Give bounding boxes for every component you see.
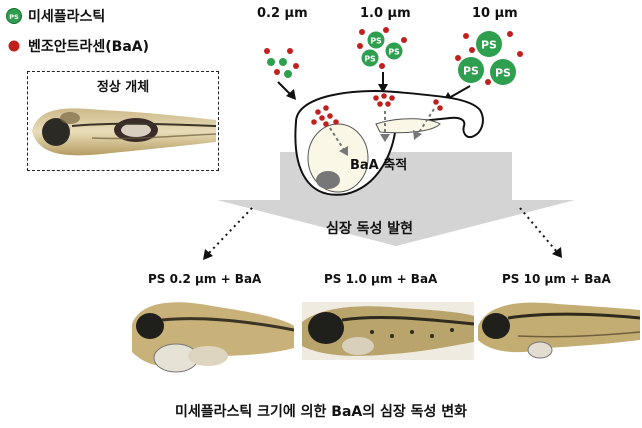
ps-0-2-cluster [264,48,299,78]
normal-specimen-box: 정상 개체 [27,71,219,171]
result-larva-10-image [478,302,640,359]
result-label-10: PS 10 μm + BaA [502,272,611,286]
legend-microplastic-label: 미세플라스틱 [28,9,106,25]
result-label-0-2: PS 0.2 μm + BaA [148,272,262,286]
ps-10-cluster: PS PS PS [455,31,523,85]
bap-dot-icon [8,40,20,52]
size-label-10: 10 μm [472,6,518,21]
larva-schematic [294,90,484,196]
legend-microplastic: PS 미세플라스틱 [6,6,105,26]
result-larva-1-0-image [302,302,474,360]
result-arrows [207,207,558,255]
ps-bubble-text: PS [481,39,497,52]
toxicity-label: 심장 독성 발현 [326,221,414,237]
legend-bap-label: 벤조안트라센(BaA) [28,39,150,55]
ps-1-0-cluster: PS PS PS [357,27,407,69]
gut [375,118,441,134]
ps-bubble-text: PS [388,48,400,57]
normal-larva-image [32,108,216,156]
ps-bubble-text: PS [495,67,511,80]
ps-bubble-text: PS [364,55,376,64]
ps-bubble-text: PS [370,37,382,46]
size-label-0-2: 0.2 μm [257,6,308,21]
ps-badge-icon: PS [6,8,22,24]
normal-specimen-label: 정상 개체 [96,80,150,95]
ps-bubble-text: PS [463,65,479,78]
uptake-arrows [277,72,471,101]
figure-caption: 미세플라스틱 크기에 의한 BaA의 심장 독성 변화 [174,404,468,420]
heart [316,171,340,189]
legend-bap: 벤조안트라센(BaA) [6,36,149,56]
ps-badge-text: PS [9,13,19,21]
schematic: PS PS PS PS PS PS [203,27,575,260]
size-label-1-0: 1.0 μm [360,6,411,21]
accumulation-label: BaA 축적 [350,158,408,173]
result-larva-0-2-image [132,302,294,373]
bap-accumulation-dots [311,93,443,127]
result-label-1-0: PS 1.0 μm + BaA [324,272,438,286]
